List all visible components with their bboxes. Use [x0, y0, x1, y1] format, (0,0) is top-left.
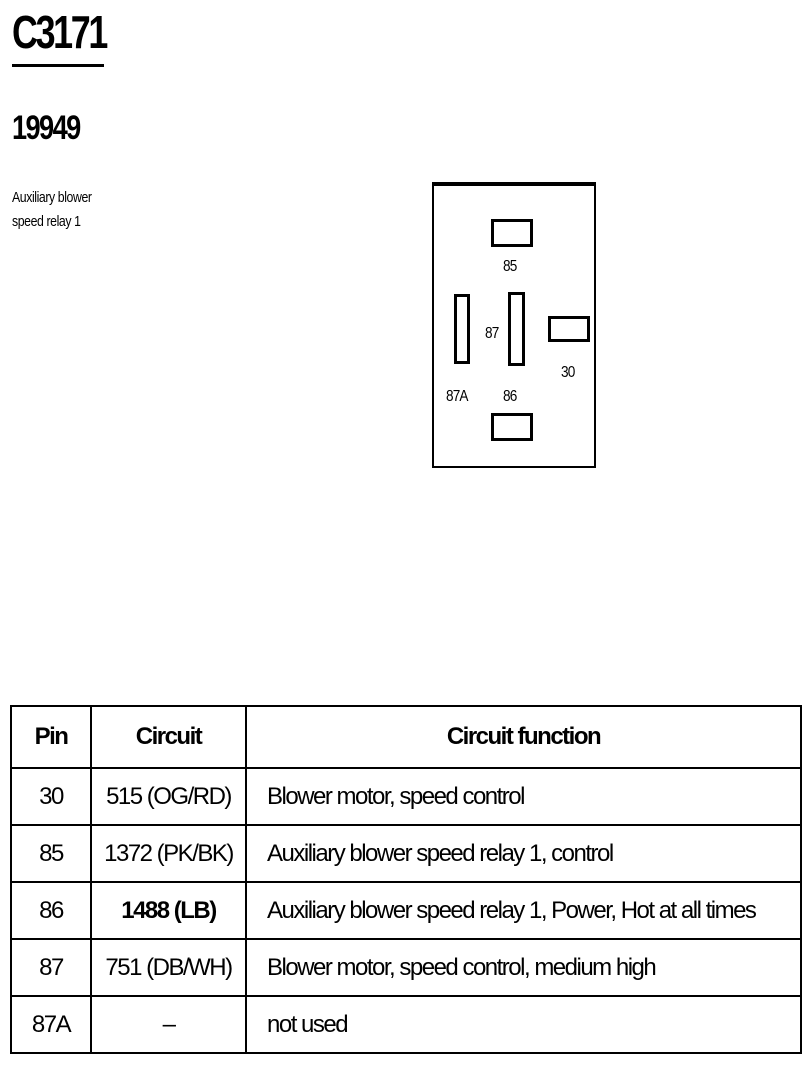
cell-pin: 87A: [10, 995, 92, 1054]
cell-function: Blower motor, speed control, medium high: [245, 938, 802, 997]
cell-pin: 86: [10, 881, 92, 940]
cell-circuit: –: [90, 995, 247, 1054]
table-header-row: Pin Circuit Circuit function: [10, 705, 802, 769]
cell-function: Auxiliary blower speed relay 1, Power, H…: [245, 881, 802, 940]
pin-circuit-table: Pin Circuit Circuit function 30 515 (OG/…: [10, 705, 802, 1054]
pin-87-label: 87: [485, 325, 499, 342]
pin-86-label: 86: [503, 388, 517, 405]
pin-87-terminal: [508, 292, 525, 366]
pin-30-terminal: [548, 316, 590, 342]
header-circuit-function: Circuit function: [245, 705, 802, 769]
cell-circuit: 515 (OG/RD): [90, 767, 247, 826]
table-row: 30 515 (OG/RD) Blower motor, speed contr…: [10, 767, 802, 826]
cell-circuit: 1372 (PK/BK): [90, 824, 247, 883]
component-description: Auxiliary blower speed relay 1: [12, 186, 92, 234]
component-description-line-1: Auxiliary blower: [12, 189, 92, 206]
pin-87a-label: 87A: [446, 388, 469, 405]
connector-id-title: C3171: [12, 6, 108, 58]
pin-87a-terminal: [454, 294, 470, 364]
table-row: 85 1372 (PK/BK) Auxiliary blower speed r…: [10, 824, 802, 883]
pin-85-terminal: [491, 219, 533, 247]
table-row: 87 751 (DB/WH) Blower motor, speed contr…: [10, 938, 802, 997]
pin-85-label: 85: [503, 258, 517, 275]
cell-pin: 87: [10, 938, 92, 997]
cell-function: Auxiliary blower speed relay 1, control: [245, 824, 802, 883]
cell-function: not used: [245, 995, 802, 1054]
cell-pin: 85: [10, 824, 92, 883]
title-underline: [12, 64, 104, 67]
pin-30-label: 30: [561, 364, 575, 381]
connector-face-diagram: 85 87A 87 30 86: [432, 182, 596, 468]
table-row: 87A – not used: [10, 995, 802, 1054]
cell-function: Blower motor, speed control: [245, 767, 802, 826]
cell-circuit: 751 (DB/WH): [90, 938, 247, 997]
part-number: 19949: [12, 109, 81, 147]
header-circuit: Circuit: [90, 705, 247, 769]
component-description-line-2: speed relay 1: [12, 213, 81, 230]
pin-86-terminal: [491, 413, 533, 441]
table-row: 86 1488 (LB) Auxiliary blower speed rela…: [10, 881, 802, 940]
cell-pin: 30: [10, 767, 92, 826]
header-pin: Pin: [10, 705, 92, 769]
cell-circuit: 1488 (LB): [90, 881, 247, 940]
